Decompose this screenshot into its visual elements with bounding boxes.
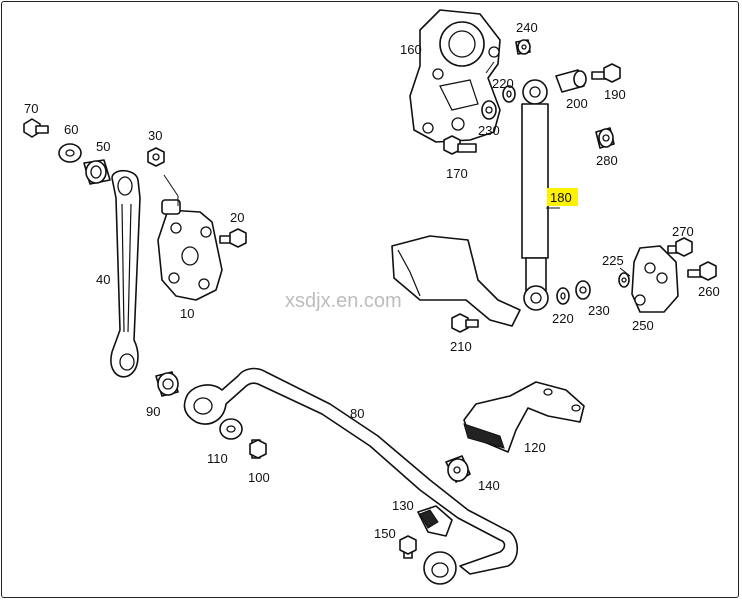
leader-lines [163, 61, 631, 277]
part-50-bushing [83, 159, 111, 185]
callout-280: 280 [596, 153, 618, 168]
callout-225: 225 [602, 253, 624, 268]
part-225-washer [618, 272, 630, 288]
part-240-bushing [515, 39, 531, 55]
part-260-bolt [687, 261, 717, 281]
callout-140: 140 [478, 478, 500, 493]
part-20-bolt [219, 228, 247, 248]
callout-220-lower: 220 [552, 311, 574, 326]
watermark: xsdjx.en.com [285, 290, 402, 312]
part-40-link-rod [110, 169, 141, 378]
part-140-rubber-bushing [445, 455, 471, 483]
part-270-bolt [667, 237, 693, 257]
callout-200: 200 [566, 96, 588, 111]
part-60-washer [58, 143, 82, 163]
callout-180: 180 [550, 190, 572, 205]
callout-170: 170 [446, 166, 468, 181]
part-70-bolt [23, 118, 49, 138]
part-120-clamp-bracket [463, 381, 585, 453]
callout-80: 80 [350, 406, 364, 421]
callout-110: 110 [207, 451, 228, 466]
part-90-bushing [155, 371, 179, 397]
part-230-upper-washer [481, 100, 497, 120]
part-230-lower-washer [575, 280, 591, 300]
part-80-stabilizer-bar [183, 367, 519, 585]
part-210-lower-bracket [391, 235, 521, 333]
part-220-upper-washer [502, 85, 516, 103]
callout-160: 160 [400, 42, 422, 57]
part-190-bolt [591, 63, 621, 83]
part-170-bolt [443, 135, 477, 155]
callout-230-upper: 230 [478, 123, 500, 138]
callout-230-lower: 230 [588, 303, 610, 318]
callout-130: 130 [392, 498, 414, 513]
callout-240: 240 [516, 20, 538, 35]
callout-30: 30 [148, 128, 162, 143]
callout-100: 100 [248, 470, 270, 485]
part-200-sleeve [555, 69, 587, 93]
part-180-shock-absorber [521, 79, 549, 311]
callout-210: 210 [450, 339, 472, 354]
part-10-bracket [157, 199, 223, 301]
callout-20: 20 [230, 210, 244, 225]
callout-120: 120 [524, 440, 546, 455]
highlight-180 [547, 188, 578, 206]
part-130-clamp [417, 505, 453, 537]
part-100-bolt [249, 439, 267, 459]
callout-220-upper: 220 [492, 76, 514, 91]
part-30-nut [147, 147, 165, 167]
callout-90: 90 [146, 404, 160, 419]
callout-270: 270 [672, 224, 694, 239]
callout-50: 50 [96, 139, 110, 154]
part-220-lower-washer [556, 287, 570, 305]
callout-70: 70 [24, 101, 38, 116]
callout-10: 10 [180, 306, 194, 321]
callout-260: 260 [698, 284, 720, 299]
part-160-upper-mount [409, 9, 501, 143]
part-250-mount-plate [631, 245, 679, 313]
part-150-bolt [399, 535, 417, 559]
callout-190: 190 [604, 87, 626, 102]
callout-250: 250 [632, 318, 654, 333]
part-280-bushing [595, 127, 615, 149]
part-110-washer [219, 418, 243, 440]
callout-60: 60 [64, 122, 78, 137]
callout-labels: 70 60 50 30 20 40 10 90 80 110 100 120 1… [24, 20, 720, 541]
callout-40: 40 [96, 272, 110, 287]
callout-150: 150 [374, 526, 396, 541]
